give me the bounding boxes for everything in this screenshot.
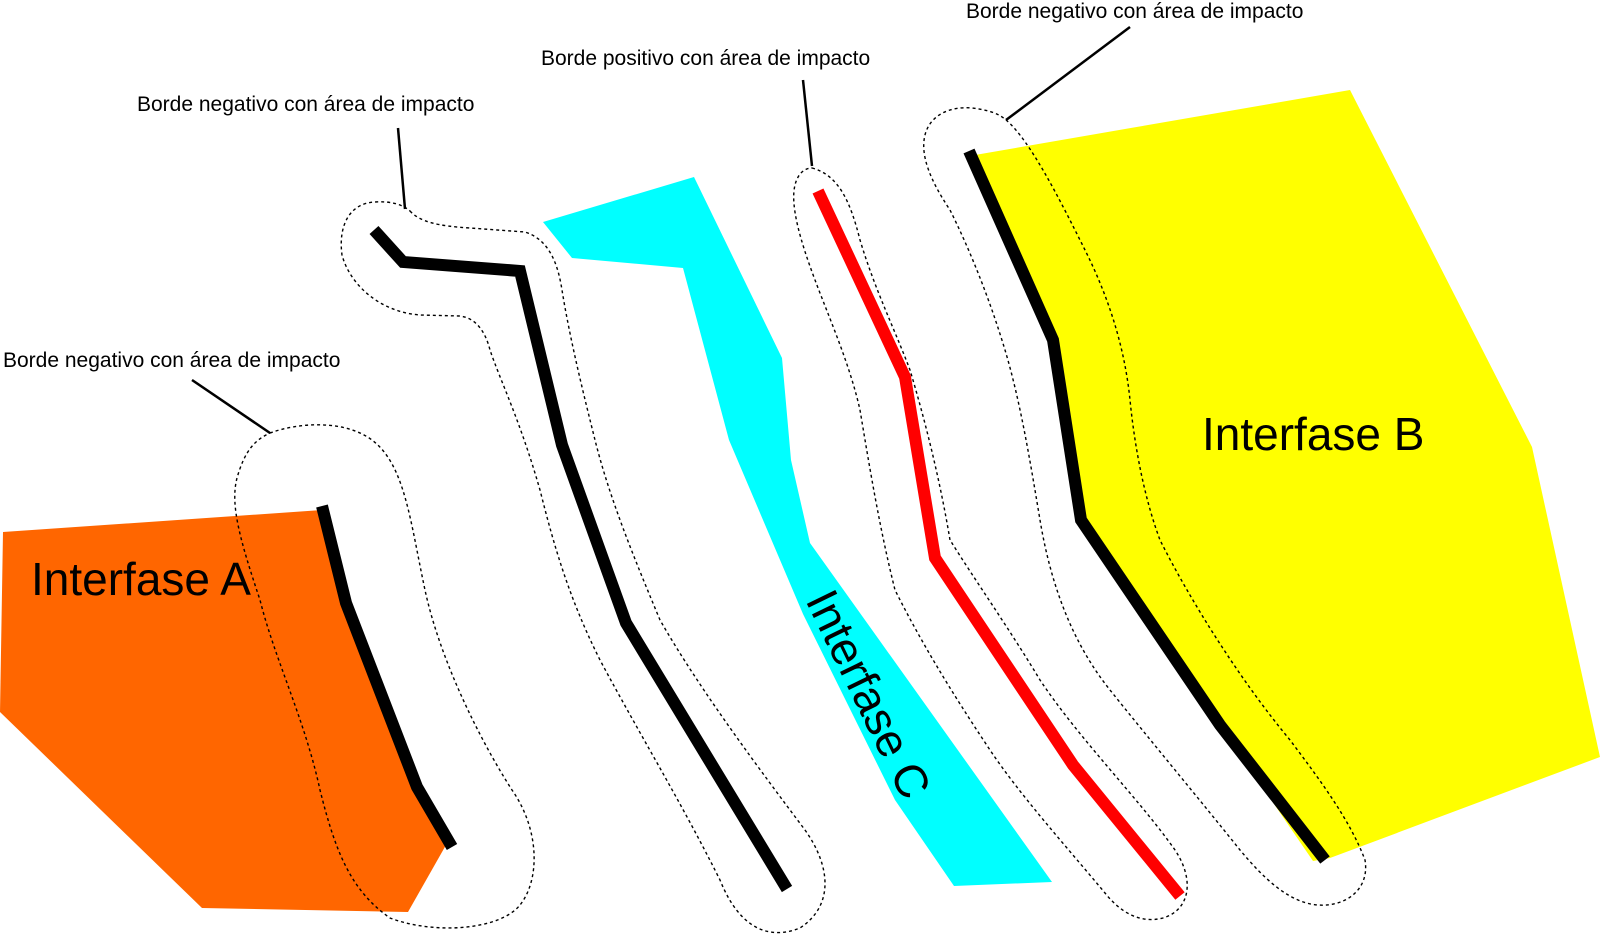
- impact-area-outline-middle: [340, 201, 826, 934]
- callout-label-middle: Borde negativo con área de impacto: [137, 93, 474, 116]
- edge-interfase-a: [316, 504, 458, 851]
- edge-interfase-b: [963, 148, 1330, 864]
- interfase-b-region: [975, 90, 1600, 861]
- impact-area-outline-b: [923, 107, 1367, 906]
- interfase-c-label: Interfase C: [796, 582, 941, 807]
- leader-line-edge-a: [191, 378, 271, 435]
- impact-area-outline-red: [793, 167, 1188, 921]
- interfase-a-label: Interfase A: [31, 553, 251, 605]
- leader-line-red: [801, 79, 814, 167]
- impact-area-outline-a: [234, 424, 535, 929]
- interfase-c-region: [543, 177, 1052, 886]
- callout-label-red: Borde positivo con área de impacto: [541, 47, 870, 70]
- leader-line-edge-b: [1005, 26, 1131, 121]
- callout-label-edge-a: Borde negativo con área de impacto: [3, 349, 340, 372]
- edge-middle-black: [369, 225, 793, 893]
- interfase-b-label: Interfase B: [1202, 408, 1424, 460]
- callout-label-edge-b: Borde negativo con área de impacto: [966, 0, 1303, 23]
- leader-line-middle: [396, 127, 407, 210]
- interfase-a-region: [0, 510, 446, 912]
- edge-red-positive: [812, 188, 1185, 900]
